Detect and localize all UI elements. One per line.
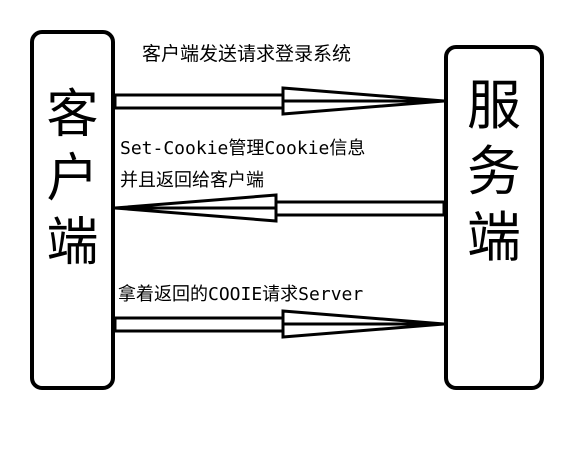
server-char-2: 务 [467, 140, 521, 203]
request-arrow-right [113, 86, 445, 116]
client-char-1: 客 [46, 85, 99, 145]
response-arrow-left [114, 193, 446, 223]
request-with-cookie-label: 拿着返回的COOIE请求Server [118, 284, 364, 305]
client-char-3: 端 [46, 213, 99, 273]
request-login-label: 客户端发送请求登录系统 [142, 43, 352, 65]
client-char-2: 户 [46, 149, 99, 209]
cookie-request-arrow-right [113, 309, 445, 339]
set-cookie-label-line1: Set-Cookie管理Cookie信息 [120, 138, 366, 159]
set-cookie-label-line2: 并且返回给客户端 [120, 170, 264, 191]
client-label: 客 户 端 [34, 89, 111, 269]
server-label: 服 务 端 [448, 79, 540, 265]
client-box: 客 户 端 [30, 30, 115, 390]
server-char-1: 服 [467, 74, 521, 137]
server-char-3: 端 [467, 206, 521, 269]
server-box: 服 务 端 [444, 45, 544, 390]
